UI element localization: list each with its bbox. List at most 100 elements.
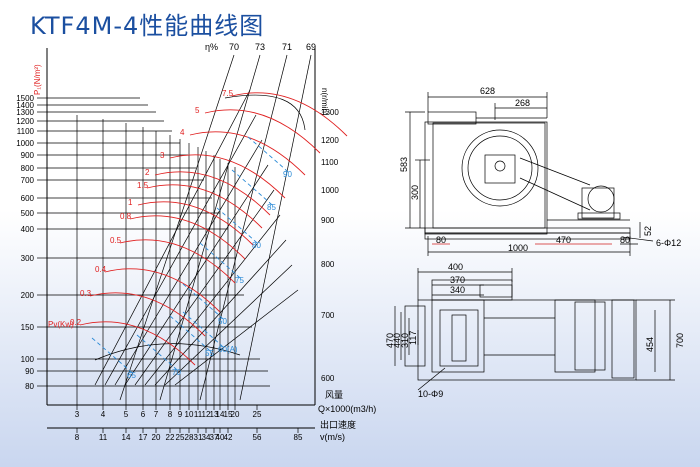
sound-label: 85: [267, 203, 276, 212]
efficiency-line: [119, 54, 235, 401]
power-curve: [137, 201, 254, 246]
power-curve: [204, 109, 321, 154]
sound-label: 65: [127, 371, 136, 380]
left-tick-label: 600: [21, 194, 35, 203]
efficiency-line: [239, 54, 312, 401]
side-view-drawing: [405, 92, 654, 256]
boundary-arc: [94, 343, 241, 361]
q-tick-label: 14: [216, 410, 225, 419]
right-tick-label: 1100: [321, 158, 339, 167]
sound-curve: [199, 242, 241, 279]
power-label: 0.5: [110, 236, 122, 245]
dim-454: 454: [645, 337, 655, 352]
left-tick-label: 700: [21, 176, 35, 185]
left-tick-label: 800: [21, 164, 35, 173]
v-tick-label: 56: [253, 433, 262, 442]
v-tick-label: 17: [139, 433, 148, 442]
v-tick-label: 85: [294, 433, 303, 442]
sound-curve: [182, 311, 224, 348]
sound-curve: [247, 136, 289, 173]
left-tick-label: 300: [21, 254, 35, 263]
right-tick-label: 900: [321, 216, 335, 225]
left-tick-label: 1400: [16, 101, 34, 110]
q-tick-label: 13: [210, 410, 219, 419]
v-tick-label: 20: [152, 433, 161, 442]
q-label-2: Q×1000(m3/h): [318, 404, 376, 414]
dim-1000: 1000: [508, 243, 528, 253]
eta-tick-label: 73: [255, 42, 265, 52]
left-tick-label: 1200: [16, 117, 34, 126]
right-tick-label: 600: [321, 374, 335, 383]
q-tick-label: 8: [168, 410, 173, 419]
v-tick-label: 42: [224, 433, 233, 442]
q-tick-label: 5: [124, 410, 129, 419]
left-tick-label: 100: [21, 355, 35, 364]
left-tick-label: 150: [21, 323, 35, 332]
power-axis-label: Pv(Kw): [48, 320, 74, 329]
q-tick-label: 6: [141, 410, 146, 419]
left-tick-label: 1300: [16, 108, 34, 117]
chart-title: KTF4M-4性能曲线图: [30, 12, 265, 40]
q-tick-label: 11: [194, 410, 203, 419]
power-curve: [169, 154, 286, 199]
eta-tick-label: 71: [282, 42, 292, 52]
holes-bottom: 10-Φ9: [418, 389, 443, 399]
right-tick-label: 1300: [321, 108, 339, 117]
q-tick-label: 10: [185, 410, 194, 419]
sound-curve: [136, 334, 178, 371]
dim-440: 440: [392, 333, 402, 348]
v-tick-label: 37: [210, 433, 219, 442]
dim-300: 300: [410, 185, 420, 200]
left-axis-ticks: 1500140013001200110010009008007006005004…: [16, 94, 47, 391]
v-tick-label: 14: [122, 433, 131, 442]
left-tick-label: 200: [21, 291, 35, 300]
power-curves: [79, 92, 348, 366]
speed-line: [94, 89, 251, 386]
power-curve: [154, 171, 271, 216]
dim-700: 700: [675, 333, 685, 348]
eta-tick-label: 69: [306, 42, 316, 52]
q-tick-label: 12: [202, 410, 211, 419]
eta-label: η%: [205, 42, 218, 52]
q-tick-label: 7: [154, 410, 159, 419]
left-tick-label: 900: [21, 151, 35, 160]
q-tick-label: 3: [75, 410, 80, 419]
dim-470: 470: [556, 235, 571, 245]
v-tick-label: 22: [166, 433, 175, 442]
power-label: 2: [145, 168, 150, 177]
v-tick-label: 28: [185, 433, 194, 442]
sound-curves: [91, 136, 289, 374]
sound-label: 75: [235, 276, 244, 285]
q-tick-label: 15: [224, 410, 233, 419]
v-tick-label: 11: [99, 433, 108, 442]
chart-grid: [47, 54, 312, 405]
power-curve: [89, 292, 206, 337]
sound-curve: [169, 315, 211, 352]
power-label: 0.2: [70, 318, 82, 327]
dim-628: 628: [480, 86, 495, 96]
sound-curve: [231, 169, 273, 206]
power-label: 0.8: [120, 212, 132, 221]
dim-470b: 470: [385, 333, 395, 348]
dim-370: 370: [450, 275, 465, 285]
power-label: 1.5: [137, 181, 149, 190]
speed-line: [174, 289, 299, 386]
left-tick-label: 1000: [16, 139, 34, 148]
dim-80-right: 80: [620, 235, 630, 245]
q-tick-label: 4: [101, 410, 106, 419]
right-tick-label: 1200: [321, 136, 339, 145]
dim-268: 268: [515, 98, 530, 108]
speed-line: [134, 189, 275, 386]
left-tick-label: 400: [21, 225, 35, 234]
sound-label: 90: [283, 170, 292, 179]
speed-line: [124, 164, 269, 386]
power-label: 0.3: [80, 289, 92, 298]
left-tick-label: 80: [25, 382, 34, 391]
top-view-drawing: [394, 268, 675, 391]
v-tick-label: 31: [194, 433, 203, 442]
